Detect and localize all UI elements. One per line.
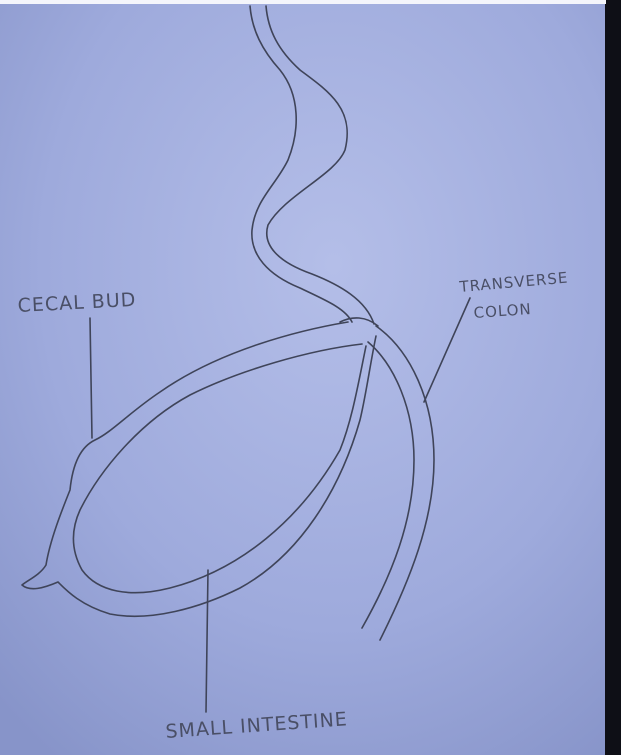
dark-edge	[605, 0, 621, 755]
top-border	[0, 0, 606, 4]
